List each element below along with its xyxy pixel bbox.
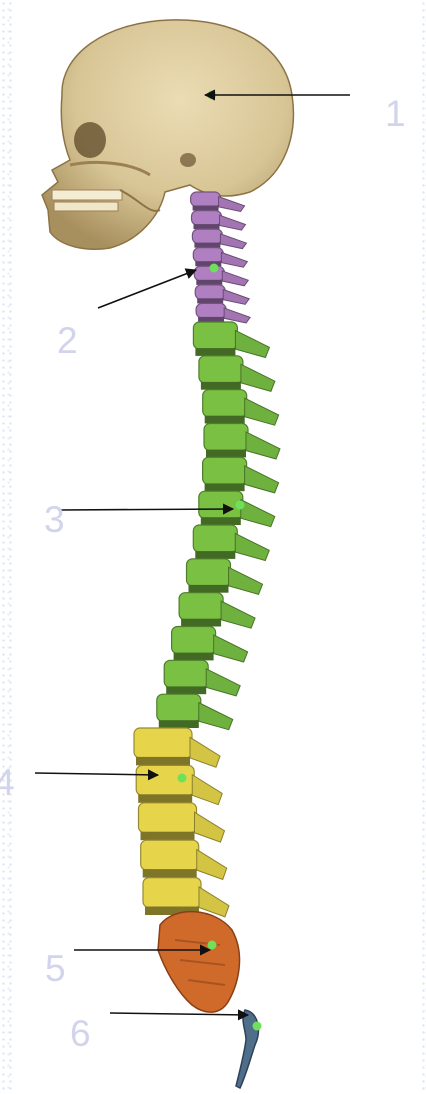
lumbar-spinous-process bbox=[190, 737, 220, 767]
thoracic-vertebra-body bbox=[172, 627, 216, 654]
thoracic-intervertebral-disc bbox=[206, 450, 246, 458]
thoracic-spinous-process bbox=[229, 567, 263, 594]
marker-lumbar bbox=[178, 774, 187, 783]
lumbar-spinous-process bbox=[192, 775, 222, 805]
marker-sacrum bbox=[208, 941, 217, 950]
thoracic-vertebra-body bbox=[164, 660, 208, 687]
cervical-vertebra-body bbox=[192, 211, 222, 226]
thoracic-intervertebral-disc bbox=[201, 517, 241, 525]
label-1: 1 bbox=[385, 95, 406, 132]
lumbar-spinous-process bbox=[194, 812, 224, 842]
lumbar-vertebrae bbox=[134, 728, 229, 917]
upper-teeth bbox=[52, 190, 122, 200]
thoracic-spinous-process bbox=[245, 398, 279, 425]
thoracic-vertebra-body bbox=[193, 322, 237, 349]
thoracic-spinous-process bbox=[245, 466, 279, 493]
cervical-intervertebral-disc bbox=[194, 224, 220, 229]
cervical-spinous-process bbox=[219, 215, 245, 230]
cervical-vertebra-body bbox=[196, 303, 226, 318]
thoracic-vertebra-body bbox=[193, 525, 237, 552]
thoracic-vertebra-body bbox=[179, 593, 223, 620]
thoracic-intervertebral-disc bbox=[159, 720, 199, 728]
cervical-spinous-process bbox=[221, 252, 247, 267]
label-4: 4 bbox=[0, 764, 15, 801]
arrow-3 bbox=[60, 509, 233, 510]
thoracic-spinous-process bbox=[214, 635, 248, 662]
thoracic-vertebra-body bbox=[204, 424, 248, 451]
lumbar-intervertebral-disc bbox=[143, 869, 197, 878]
arrow-6 bbox=[110, 1013, 248, 1015]
marker-cervical bbox=[210, 264, 219, 273]
thoracic-intervertebral-disc bbox=[205, 483, 245, 491]
eye-socket bbox=[74, 122, 106, 158]
lumbar-spinous-process bbox=[197, 850, 227, 880]
lumbar-vertebra-body bbox=[139, 803, 197, 833]
cervical-intervertebral-disc bbox=[193, 206, 219, 211]
cervical-spinous-process bbox=[224, 308, 250, 323]
marker-coccyx bbox=[253, 1022, 262, 1031]
thoracic-intervertebral-disc bbox=[189, 585, 229, 593]
cervical-intervertebral-disc bbox=[196, 280, 222, 285]
lumbar-vertebra-body bbox=[143, 878, 201, 908]
label-3: 3 bbox=[44, 501, 65, 538]
thoracic-intervertebral-disc bbox=[205, 416, 245, 424]
cervical-spinous-process bbox=[223, 290, 249, 305]
lumbar-vertebra-body bbox=[141, 840, 199, 870]
thoracic-intervertebral-disc bbox=[195, 348, 235, 356]
thoracic-vertebra-body bbox=[203, 457, 247, 484]
lumbar-intervertebral-disc bbox=[138, 794, 192, 803]
thoracic-intervertebral-disc bbox=[166, 686, 206, 694]
label-2: 2 bbox=[57, 322, 78, 359]
label-5: 5 bbox=[45, 950, 66, 987]
cervical-spinous-process bbox=[219, 197, 245, 212]
thoracic-vertebra-body bbox=[187, 559, 231, 586]
thoracic-vertebrae bbox=[157, 322, 280, 730]
cervical-vertebra-body bbox=[193, 248, 223, 263]
lumbar-vertebra-body bbox=[134, 728, 192, 758]
ear-canal bbox=[180, 153, 196, 167]
cervical-vertebrae bbox=[191, 192, 251, 323]
marker-thoracic bbox=[236, 501, 245, 510]
cervical-vertebra-body bbox=[192, 229, 222, 244]
coccyx bbox=[236, 1010, 258, 1088]
thoracic-spinous-process bbox=[246, 432, 280, 459]
thoracic-intervertebral-disc bbox=[195, 551, 235, 559]
thoracic-spinous-process bbox=[199, 703, 233, 730]
lumbar-intervertebral-disc bbox=[141, 832, 195, 841]
thoracic-vertebra-body bbox=[203, 390, 247, 417]
thoracic-vertebra-body bbox=[157, 694, 201, 721]
thoracic-intervertebral-disc bbox=[201, 382, 241, 390]
thoracic-spinous-process bbox=[235, 533, 269, 560]
thoracic-vertebra-body bbox=[199, 356, 243, 383]
skull bbox=[42, 20, 293, 249]
thoracic-spinous-process bbox=[241, 500, 275, 527]
cervical-vertebra-body bbox=[195, 285, 225, 300]
cervical-intervertebral-disc bbox=[194, 243, 220, 248]
cervical-vertebra-body bbox=[194, 266, 224, 281]
cervical-spinous-process bbox=[222, 271, 248, 286]
lower-teeth bbox=[54, 202, 118, 211]
thoracic-spinous-process bbox=[221, 601, 255, 628]
cervical-intervertebral-disc bbox=[198, 317, 224, 322]
thoracic-intervertebral-disc bbox=[174, 653, 214, 661]
cervical-vertebra-body bbox=[191, 192, 221, 207]
thoracic-spinous-process bbox=[206, 669, 240, 696]
cervical-spinous-process bbox=[220, 234, 246, 249]
lumbar-intervertebral-disc bbox=[136, 757, 190, 766]
thoracic-intervertebral-disc bbox=[181, 619, 221, 627]
arrow-2 bbox=[98, 270, 196, 308]
thoracic-spinous-process bbox=[235, 330, 269, 357]
thoracic-spinous-process bbox=[241, 364, 275, 391]
label-6: 6 bbox=[70, 1015, 91, 1052]
cervical-intervertebral-disc bbox=[197, 298, 223, 303]
